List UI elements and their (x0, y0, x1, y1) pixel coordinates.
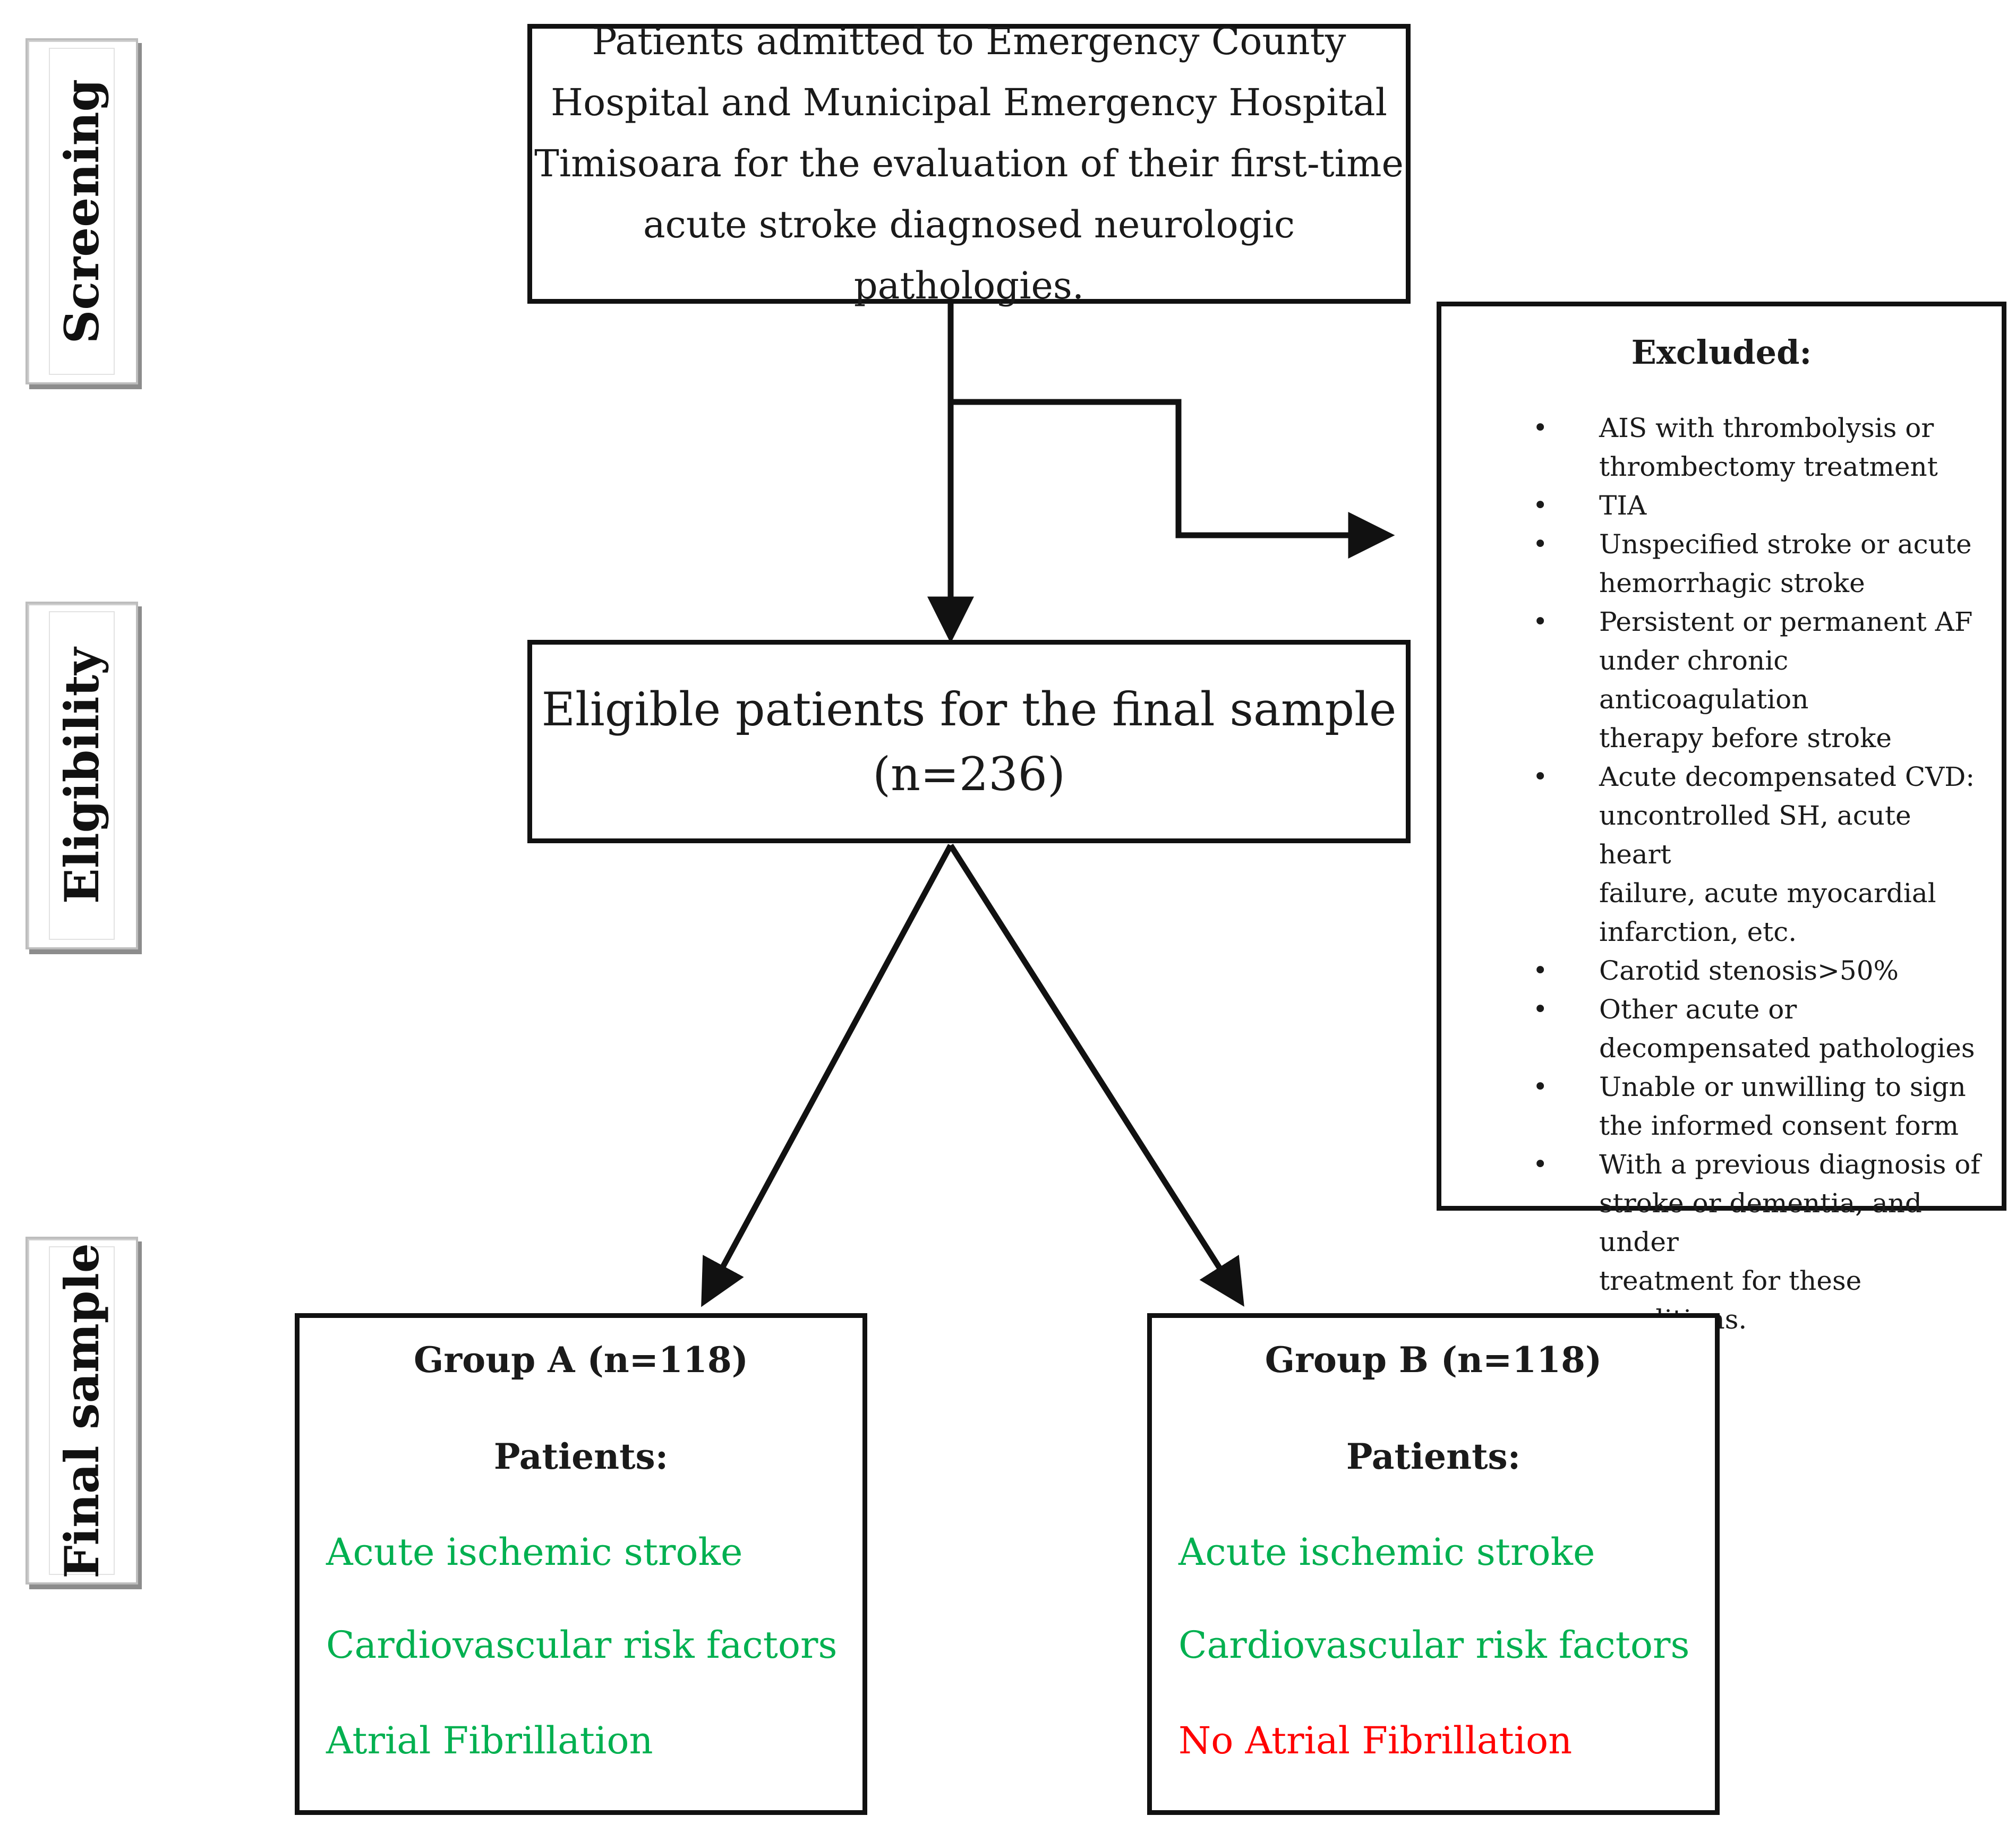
excluded-item: • TIA (1441, 486, 2002, 525)
excluded-item-line: Unspecified stroke or acute (1599, 529, 1972, 560)
excluded-item: • Persistent or permanent AF under chronic… (1441, 603, 2002, 758)
excluded-item: • Other acute or decompensated pathologies (1441, 990, 2002, 1068)
excluded-item-line: infarction, etc. (1599, 917, 1797, 947)
excluded-item: • Unspecified stroke or acute hemorrhagic … (1441, 525, 2002, 603)
excluded-list: • AIS with thrombolysis or thrombectomy tr… (1441, 409, 2002, 1339)
screening-line: acute stroke diagnosed neurologic pathol… (643, 203, 1295, 307)
screening-line: Hospital and Municipal Emergency Hospita… (551, 81, 1387, 124)
phase-screening: Screening (25, 38, 138, 384)
excluded-item-line: Persistent or permanent AF (1599, 606, 1973, 637)
excluded-item-line: uncontrolled SH, acute heart (1599, 800, 1911, 870)
excluded-item-line: With a previous diagnosis of (1599, 1149, 1980, 1180)
group-b-box: Group B (n=118) Patients: Acute ischemic… (1147, 1313, 1720, 1815)
excluded-item: • Carotid stenosis>50% (1441, 952, 2002, 990)
bullet-icon: • (1533, 607, 1548, 637)
excluded-item-line: TIA (1599, 490, 1647, 521)
excluded-item-line: therapy before stroke (1599, 723, 1892, 753)
excluded-item: • Unable or unwilling to sign the informed… (1441, 1068, 2002, 1145)
group-b-title: Group B (n=118) (1265, 1339, 1602, 1381)
excluded-item-line: the informed consent form (1599, 1110, 1959, 1141)
excluded-box: Excluded: • AIS with thrombolysis or throm… (1437, 302, 2006, 1335)
bullet-icon: • (1533, 956, 1548, 986)
eligible-box: Eligible patients for the final sample (… (527, 640, 1411, 843)
excluded-item-line: hemorrhagic stroke (1599, 568, 1865, 598)
excluded-item-line: AIS with thrombolysis or (1599, 413, 1934, 443)
group-b-item: Acute ischemic stroke (1178, 1530, 1595, 1574)
excluded-item-line: failure, acute myocardial (1599, 878, 1936, 909)
exclusion-arrow (951, 399, 1395, 559)
phase-final-sample: Final sample (25, 1237, 138, 1584)
group-b-item: No Atrial Fibrillation (1178, 1719, 1573, 1762)
excluded-item-line: under chronic anticoagulation (1599, 645, 1809, 715)
excluded-item-line: Other acute or (1599, 994, 1797, 1025)
bullet-icon: • (1533, 413, 1548, 443)
eligible-to-group-b-arrow (948, 844, 1244, 1307)
group-b-item: Cardiovascular risk factors (1178, 1623, 1690, 1667)
excluded-title: Excluded: (1631, 333, 1812, 372)
excluded-item-line: decompensated pathologies (1599, 1033, 1975, 1064)
bullet-icon: • (1533, 491, 1548, 520)
group-a-item: Atrial Fibrillation (326, 1719, 653, 1762)
eligible-to-group-a-arrow (701, 844, 953, 1307)
eligible-text: Eligible patients for the final sample (… (542, 677, 1397, 807)
eligible-count: (n=236) (873, 747, 1065, 801)
group-a-subtitle: Patients: (493, 1436, 669, 1477)
bullet-icon: • (1533, 529, 1548, 559)
group-a-box: Group A (n=118) Patients: Acute ischemic… (295, 1313, 867, 1815)
group-a-item: Acute ischemic stroke (326, 1530, 743, 1574)
excluded-item-line: Unable or unwilling to sign (1599, 1072, 1966, 1102)
group-a-title: Group A (n=118) (414, 1339, 748, 1381)
screening-line: Timisoara for the evaluation of their fi… (534, 142, 1404, 185)
excluded-item-line: thrombectomy treatment (1599, 451, 1938, 482)
bullet-icon: • (1533, 995, 1548, 1024)
screening-text: Patients admitted to Emergency County Ho… (532, 11, 1406, 316)
bullet-icon: • (1533, 1072, 1548, 1102)
group-a-item: Cardiovascular risk factors (326, 1623, 838, 1667)
excluded-item-line: Carotid stenosis>50% (1599, 955, 1899, 986)
screening-box: Patients admitted to Emergency County Ho… (527, 20, 1411, 307)
excluded-item-line: Acute decompensated CVD: (1599, 761, 1975, 792)
excluded-item-line: stroke or dementia, and under (1599, 1188, 1922, 1257)
eligible-title: Eligible patients for the final sample (541, 682, 1397, 736)
excluded-item: • With a previous diagnosis of stroke or d… (1441, 1145, 2002, 1339)
bullet-icon: • (1533, 762, 1548, 792)
excluded-item: • Acute decompensated CVD: uncontrolled SH… (1441, 758, 2002, 952)
group-b-subtitle: Patients: (1346, 1436, 1521, 1477)
excluded-item: • AIS with thrombolysis or thrombectomy tr… (1441, 409, 2002, 486)
screening-line: Patients admitted to Emergency County (592, 20, 1346, 63)
phase-eligibility: Eligibility (25, 602, 138, 949)
bullet-icon: • (1533, 1150, 1548, 1179)
